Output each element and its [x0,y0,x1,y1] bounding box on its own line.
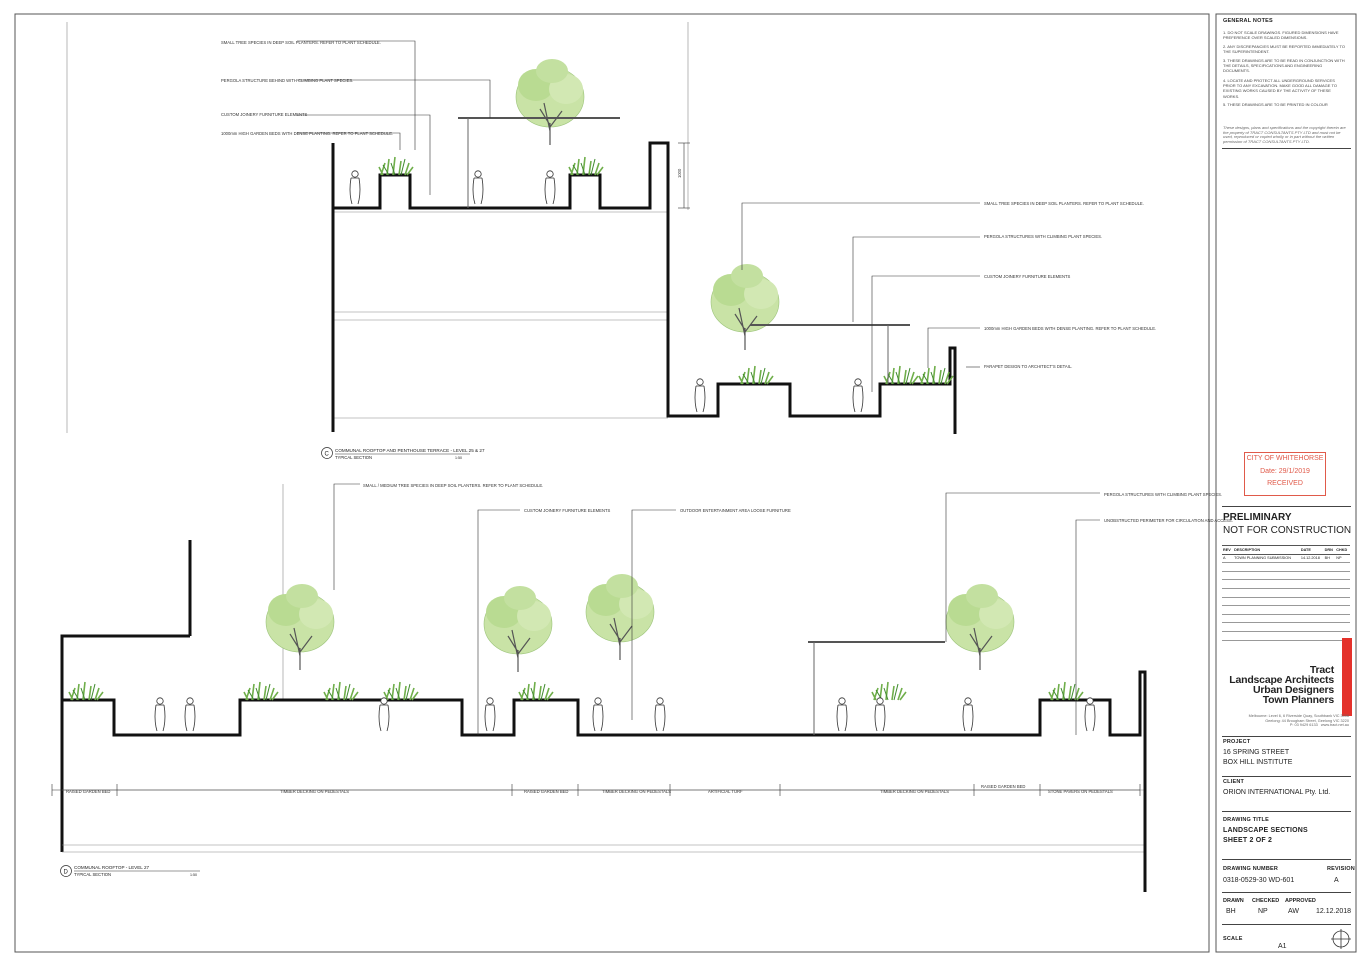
label-c-right-3: CUSTOM JOINERY FURNITURE ELEMENTS [984,274,1071,279]
project-line-2: BOX HILL INSTITUTE [1223,759,1293,766]
section-d-marker: D [64,870,69,876]
section-d-title: COMMUNAL ROOFTOP - LEVEL 27 [74,865,149,870]
drawn-value: BH [1226,908,1236,915]
label-c-left-1: SMALL TREE SPECIES IN DEEP SOIL PLANTERS… [221,40,381,45]
received-stamp: CITY OF WHITEHORSE Date: 29/1/2019 RECEI… [1244,452,1326,496]
rev-cell: A [1222,554,1234,564]
label-d-3: OUTDOOR ENTERTAINMENT AREA LOOSE FURNITU… [680,508,791,513]
general-note-4: 4. LOCATE AND PROTECT ALL UNDERGROUND SE… [1223,78,1337,99]
zone-4: TIMBER DECKING ON PEDESTALS [602,789,671,794]
section-c-marker: C [325,452,330,458]
revision-label: REVISION [1327,866,1355,872]
general-note-2: 2. ANY DISCREPANCIES MUST BE REPORTED IM… [1223,44,1346,55]
checked-label: CHECKED [1252,898,1280,904]
label-d-5: UNOBSTRUCTED PERIMETER FOR CIRCULATION A… [1104,518,1233,523]
address-phone: P: 03 9429 6133 [1289,723,1318,728]
firm-line-1: Tract [1309,664,1334,676]
firm-line-4: Town Planners [1262,694,1335,706]
rev-cell: NP [1335,554,1350,564]
firm-name: Tract Landscape Architects Urban Designe… [1229,664,1335,706]
table-row: A TOWN PLANNING SUBMISSION 14.12.2018 BH… [1222,554,1350,564]
revision-table: REV DESCRIPTION DATE DRN CHKD A TOWN PLA… [1222,545,1350,641]
rev-header-drn: DRN [1323,545,1336,555]
drawing-title-line-2: SHEET 2 OF 2 [1223,837,1273,844]
rev-cell: 14.12.2018 [1299,554,1324,564]
firm-line-3: Urban Designers [1252,684,1334,696]
label-d-1: SMALL / MEDIUM TREE SPECIES IN DEEP SOIL… [363,483,543,488]
zone-6: TIMBER DECKING ON PEDESTALS [880,789,949,794]
stamp-line-1: CITY OF WHITEHORSE [1246,455,1324,462]
section-c-title: COMMUNAL ROOFTOP AND PENTHOUSE TERRACE -… [335,448,485,453]
section-d-scale: 1:50 [190,873,197,877]
rev-header-rev: REV [1222,545,1234,555]
drawing-date: 12.12.2018 [1316,908,1352,915]
drawing-title-label: DRAWING TITLE [1223,817,1269,823]
rev-header-desc: DESCRIPTION [1233,545,1300,555]
tract-logo: tract [1336,638,1352,716]
label-c-left-2: PERGOLA STRUCTURE BEHIND WITH CLIMBING P… [221,78,353,83]
checked-value: NP [1258,908,1268,915]
general-note-1: 1. DO NOT SCALE DRAWINGS. FIGURED DIMENS… [1223,30,1339,41]
drawing-number-label: DRAWING NUMBER [1223,866,1279,872]
copyright-disclaimer: These designs, plans and specifications … [1223,125,1346,144]
section-c-subtitle: TYPICAL SECTION [335,455,372,460]
firm-address: Melbourne: Level 6, 6 Riverside Quay, So… [1223,714,1349,728]
zone-2: TIMBER DECKING ON PEDESTALS [280,789,349,794]
label-d-4: PERGOLA STRUCTURES WITH CLIMBING PLANT S… [1104,492,1222,497]
rev-cell: TOWN PLANNING SUBMISSION [1233,554,1300,564]
label-c-left-4: 1000mm HIGH GARDEN BEDS WITH DENSE PLANT… [221,131,393,136]
label-c-right-5: PARAPET DESIGN TO ARCHITECT'S DETAIL. [984,364,1072,369]
rev-cell: BH [1323,554,1336,564]
scale-label: SCALE [1223,936,1243,942]
project-line-1: 16 SPRING STREET [1223,749,1290,756]
address-line: Geelong: 44 Brougham Street, Geelong VIC… [1265,718,1349,723]
general-note-3: 3. THESE DRAWINGS ARE TO BE READ IN CONJ… [1223,58,1345,74]
client-value: ORION INTERNATIONAL Pty. Ltd. [1223,789,1331,796]
label-d-2: CUSTOM JOINERY FURNITURE ELEMENTS [524,508,611,513]
label-c-right-2: PERGOLA STRUCTURES WITH CLIMBING PLANT S… [984,234,1102,239]
zone-7: RAISED GARDEN BED [981,784,1025,789]
section-d-subtitle: TYPICAL SECTION [74,872,111,877]
section-d-drawing [51,483,1147,892]
zone-1: RAISED GARDEN BED [66,789,110,794]
approved-value: AW [1288,908,1300,915]
approved-label: APPROVED [1285,898,1316,904]
label-c-right-4: 1000mm HIGH GARDEN BEDS WITH DENSE PLANT… [984,326,1156,331]
firm-line-2: Landscape Architects [1229,674,1334,686]
label-c-right-1: SMALL TREE SPECIES IN DEEP SOIL PLANTERS… [984,201,1144,206]
rev-header-chkd: CHKD [1335,545,1350,555]
project-label: PROJECT [1223,739,1251,745]
general-notes-title: GENERAL NOTES [1223,18,1273,24]
zone-8: STONE PAVERS ON PEDESTALS [1048,789,1113,794]
dimension-c: 1000 [677,168,682,178]
north-arrow-icon [1331,929,1351,949]
stamp-line-3: RECEIVED [1267,480,1303,487]
general-note-5: 5. THESE DRAWINGS ARE TO BE PRINTED IN C… [1223,102,1328,107]
section-c-scale: 1:50 [455,456,462,460]
drawn-label: DRAWN [1223,898,1244,904]
revision-value: A [1334,877,1339,884]
not-for-construction-label: NOT FOR CONSTRUCTION [1223,525,1352,536]
drawing-number-value: 0318-0529-30 WD-601 [1223,877,1295,884]
zone-3: RAISED GARDEN BED [524,789,568,794]
preliminary-label: PRELIMINARY [1223,512,1292,523]
stamp-line-2: Date: 29/1/2019 [1260,467,1310,475]
drawing-title-line-1: LANDSCAPE SECTIONS [1223,827,1308,834]
section-c-drawing [66,22,980,434]
label-c-left-3: CUSTOM JOINERY FURNITURE ELEMENTS [221,112,308,117]
zone-5: ARTIFICIAL TURF [708,789,743,794]
title-block: GENERAL NOTES 1. DO NOT SCALE DRAWINGS. … [1216,14,1356,952]
rev-header-date: DATE [1299,545,1324,555]
address-line: Melbourne: Level 6, 6 Riverside Quay, So… [1248,714,1349,718]
address-web: www.tract.net.au [1320,723,1349,728]
client-label: CLIENT [1223,779,1245,785]
scale-value: A1 [1278,943,1287,950]
